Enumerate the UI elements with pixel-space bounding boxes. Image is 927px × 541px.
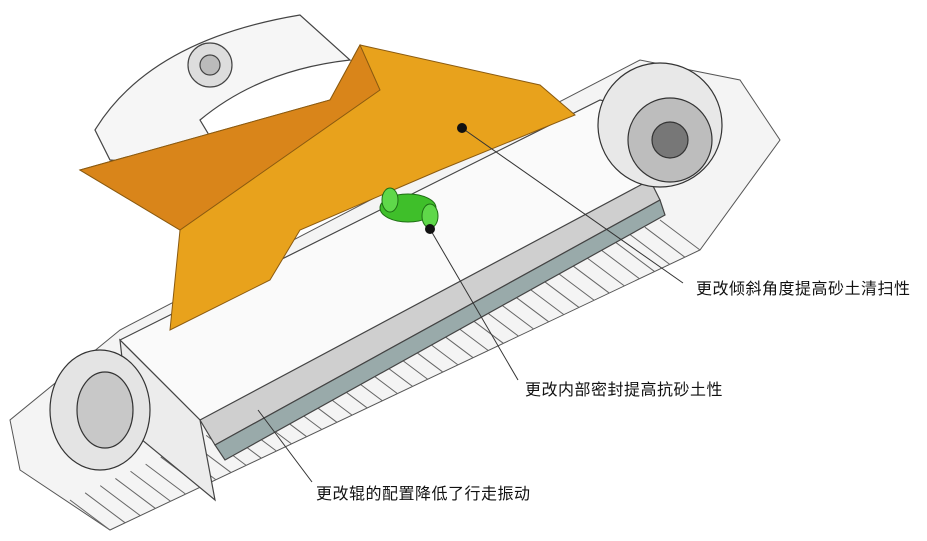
track-frame xyxy=(118,99,666,502)
annotation-roller: 更改辊的配置降低了行走振动 xyxy=(316,484,531,503)
annotation-slope: 更改倾斜角度提高砂土清扫性 xyxy=(696,279,911,298)
callout-dot-slope xyxy=(457,123,467,133)
callout-dot-seal xyxy=(425,224,435,234)
leader-lines xyxy=(257,127,684,483)
carrier-roller xyxy=(379,187,439,229)
front-idler xyxy=(49,349,151,471)
drive-sprocket xyxy=(597,62,723,188)
sloped-cover-plate xyxy=(78,43,576,331)
annotation-seal: 更改内部密封提高抗砂土性 xyxy=(525,380,724,399)
swing-bearing xyxy=(94,14,352,171)
